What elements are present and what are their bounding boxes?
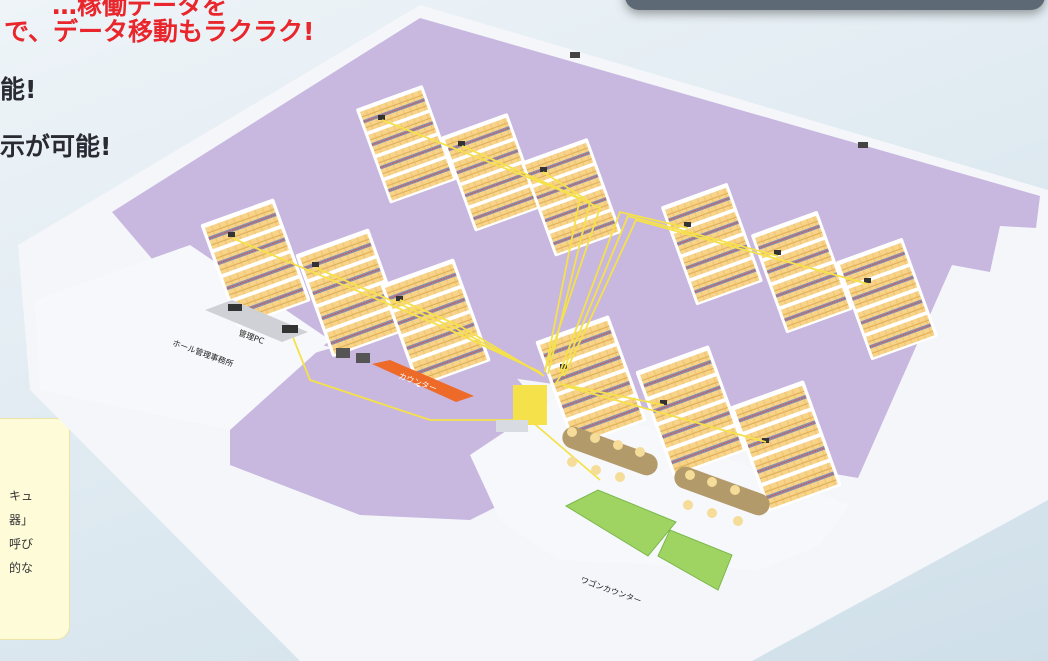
hub-markers [228,115,871,443]
headline-line-4: 示が可能! [0,132,112,161]
network-switch [513,385,547,425]
note-line-2: 器」 [9,513,34,527]
network-switch-base [496,420,528,432]
headline-line-1: …稼働データを [52,0,228,20]
headline-line-3: 能! [0,75,37,104]
network-cables [231,119,869,481]
top-banner-panel [625,0,1045,10]
headline-line-2: で、データ移動もラクラク! [4,17,315,46]
floor-center-area [230,338,545,520]
note-line-1: キュ [9,489,34,503]
headline: …稼働データを で、データ移動もラクラク! 能! 示が可能! [0,0,420,161]
wall-device-1 [570,52,580,58]
note-box: キュ 器」 呼び 的な [0,418,70,640]
wall-device-2 [858,142,868,148]
lounge-tables [562,426,770,526]
note-line-3: 呼び [9,537,34,551]
note-line-4: 的な [9,561,34,575]
admin-pc-desk [205,300,308,342]
wagon-counter [564,489,733,591]
counter-desk [336,348,474,402]
